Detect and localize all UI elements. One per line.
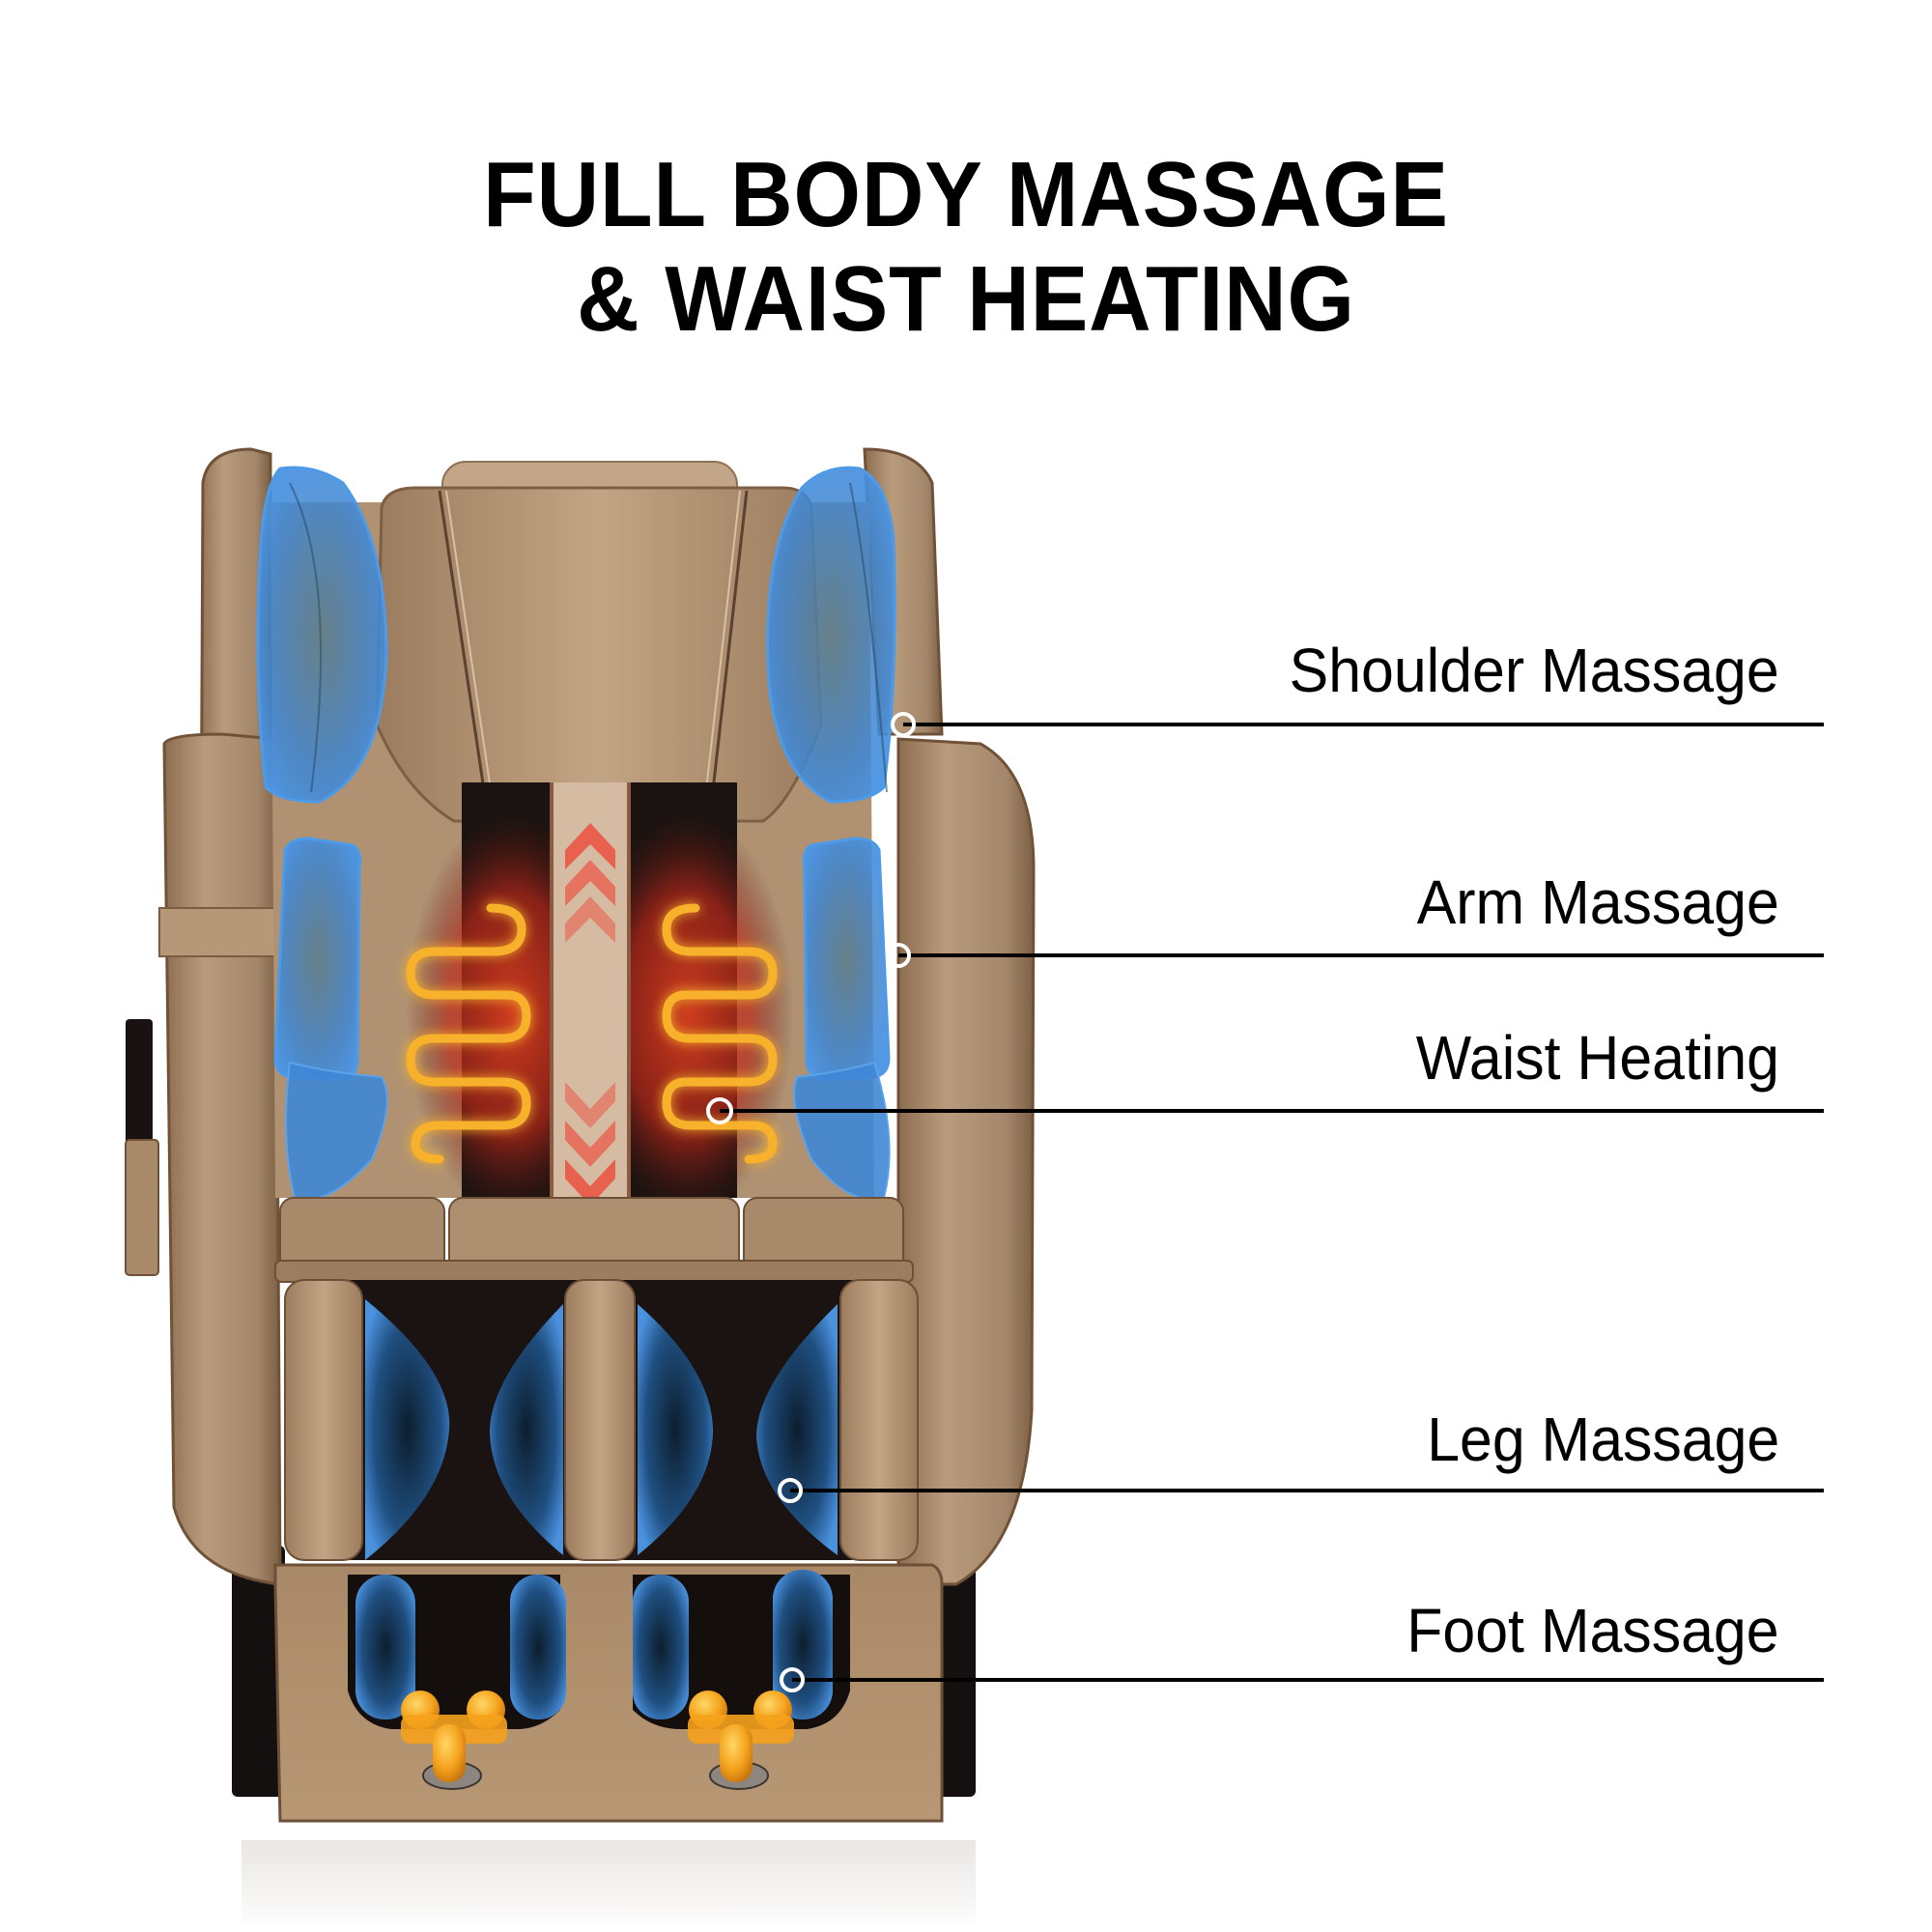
- foot-rest: [273, 1563, 944, 1823]
- label-shoulder-massage: Shoulder Massage: [1290, 636, 1779, 705]
- heating-coil-left-icon: [406, 903, 531, 1164]
- callout-waist: [706, 1097, 1824, 1124]
- label-arm-massage: Arm Massage: [1416, 867, 1779, 937]
- chevrons-up-icon: [565, 823, 615, 943]
- callout-foot: [780, 1667, 1824, 1692]
- callout-dot-icon: [778, 1478, 803, 1503]
- leg-airbags: [365, 1299, 838, 1560]
- arm-airbag-left: [273, 837, 388, 1201]
- label-waist-heating: Waist Heating: [1415, 1023, 1779, 1093]
- label-leg-massage: Leg Massage: [1426, 1405, 1779, 1474]
- callout-dot-icon: [780, 1667, 805, 1692]
- remote-pocket: [125, 1019, 159, 1276]
- chevrons-down-icon: [565, 1082, 615, 1206]
- arm-airbag-right: [793, 837, 891, 1201]
- headline-line-2: & WAIST HEATING: [577, 247, 1355, 351]
- heating-coil-right-icon: [662, 903, 778, 1164]
- callout-dot-icon: [891, 712, 916, 737]
- headline: FULL BODY MASSAGE & WAIST HEATING: [68, 143, 1864, 352]
- callout-leg: [778, 1478, 1824, 1503]
- shoulder-airbag-right: [765, 466, 896, 804]
- callout-dot-icon: [706, 1097, 733, 1124]
- headline-line-1: FULL BODY MASSAGE: [483, 143, 1449, 246]
- callout-arm: [886, 943, 1824, 968]
- foot-roller-left-icon: [401, 1690, 507, 1790]
- shoulder-airbag-left: [256, 466, 388, 804]
- foot-roller-right-icon: [688, 1690, 794, 1790]
- callout-dot-icon: [886, 943, 911, 968]
- callout-shoulder: [891, 712, 1824, 737]
- floor-reflection: [242, 1840, 976, 1932]
- seat: [274, 1197, 914, 1283]
- armrest-band: [158, 907, 281, 957]
- label-foot-massage: Foot Massage: [1406, 1596, 1779, 1665]
